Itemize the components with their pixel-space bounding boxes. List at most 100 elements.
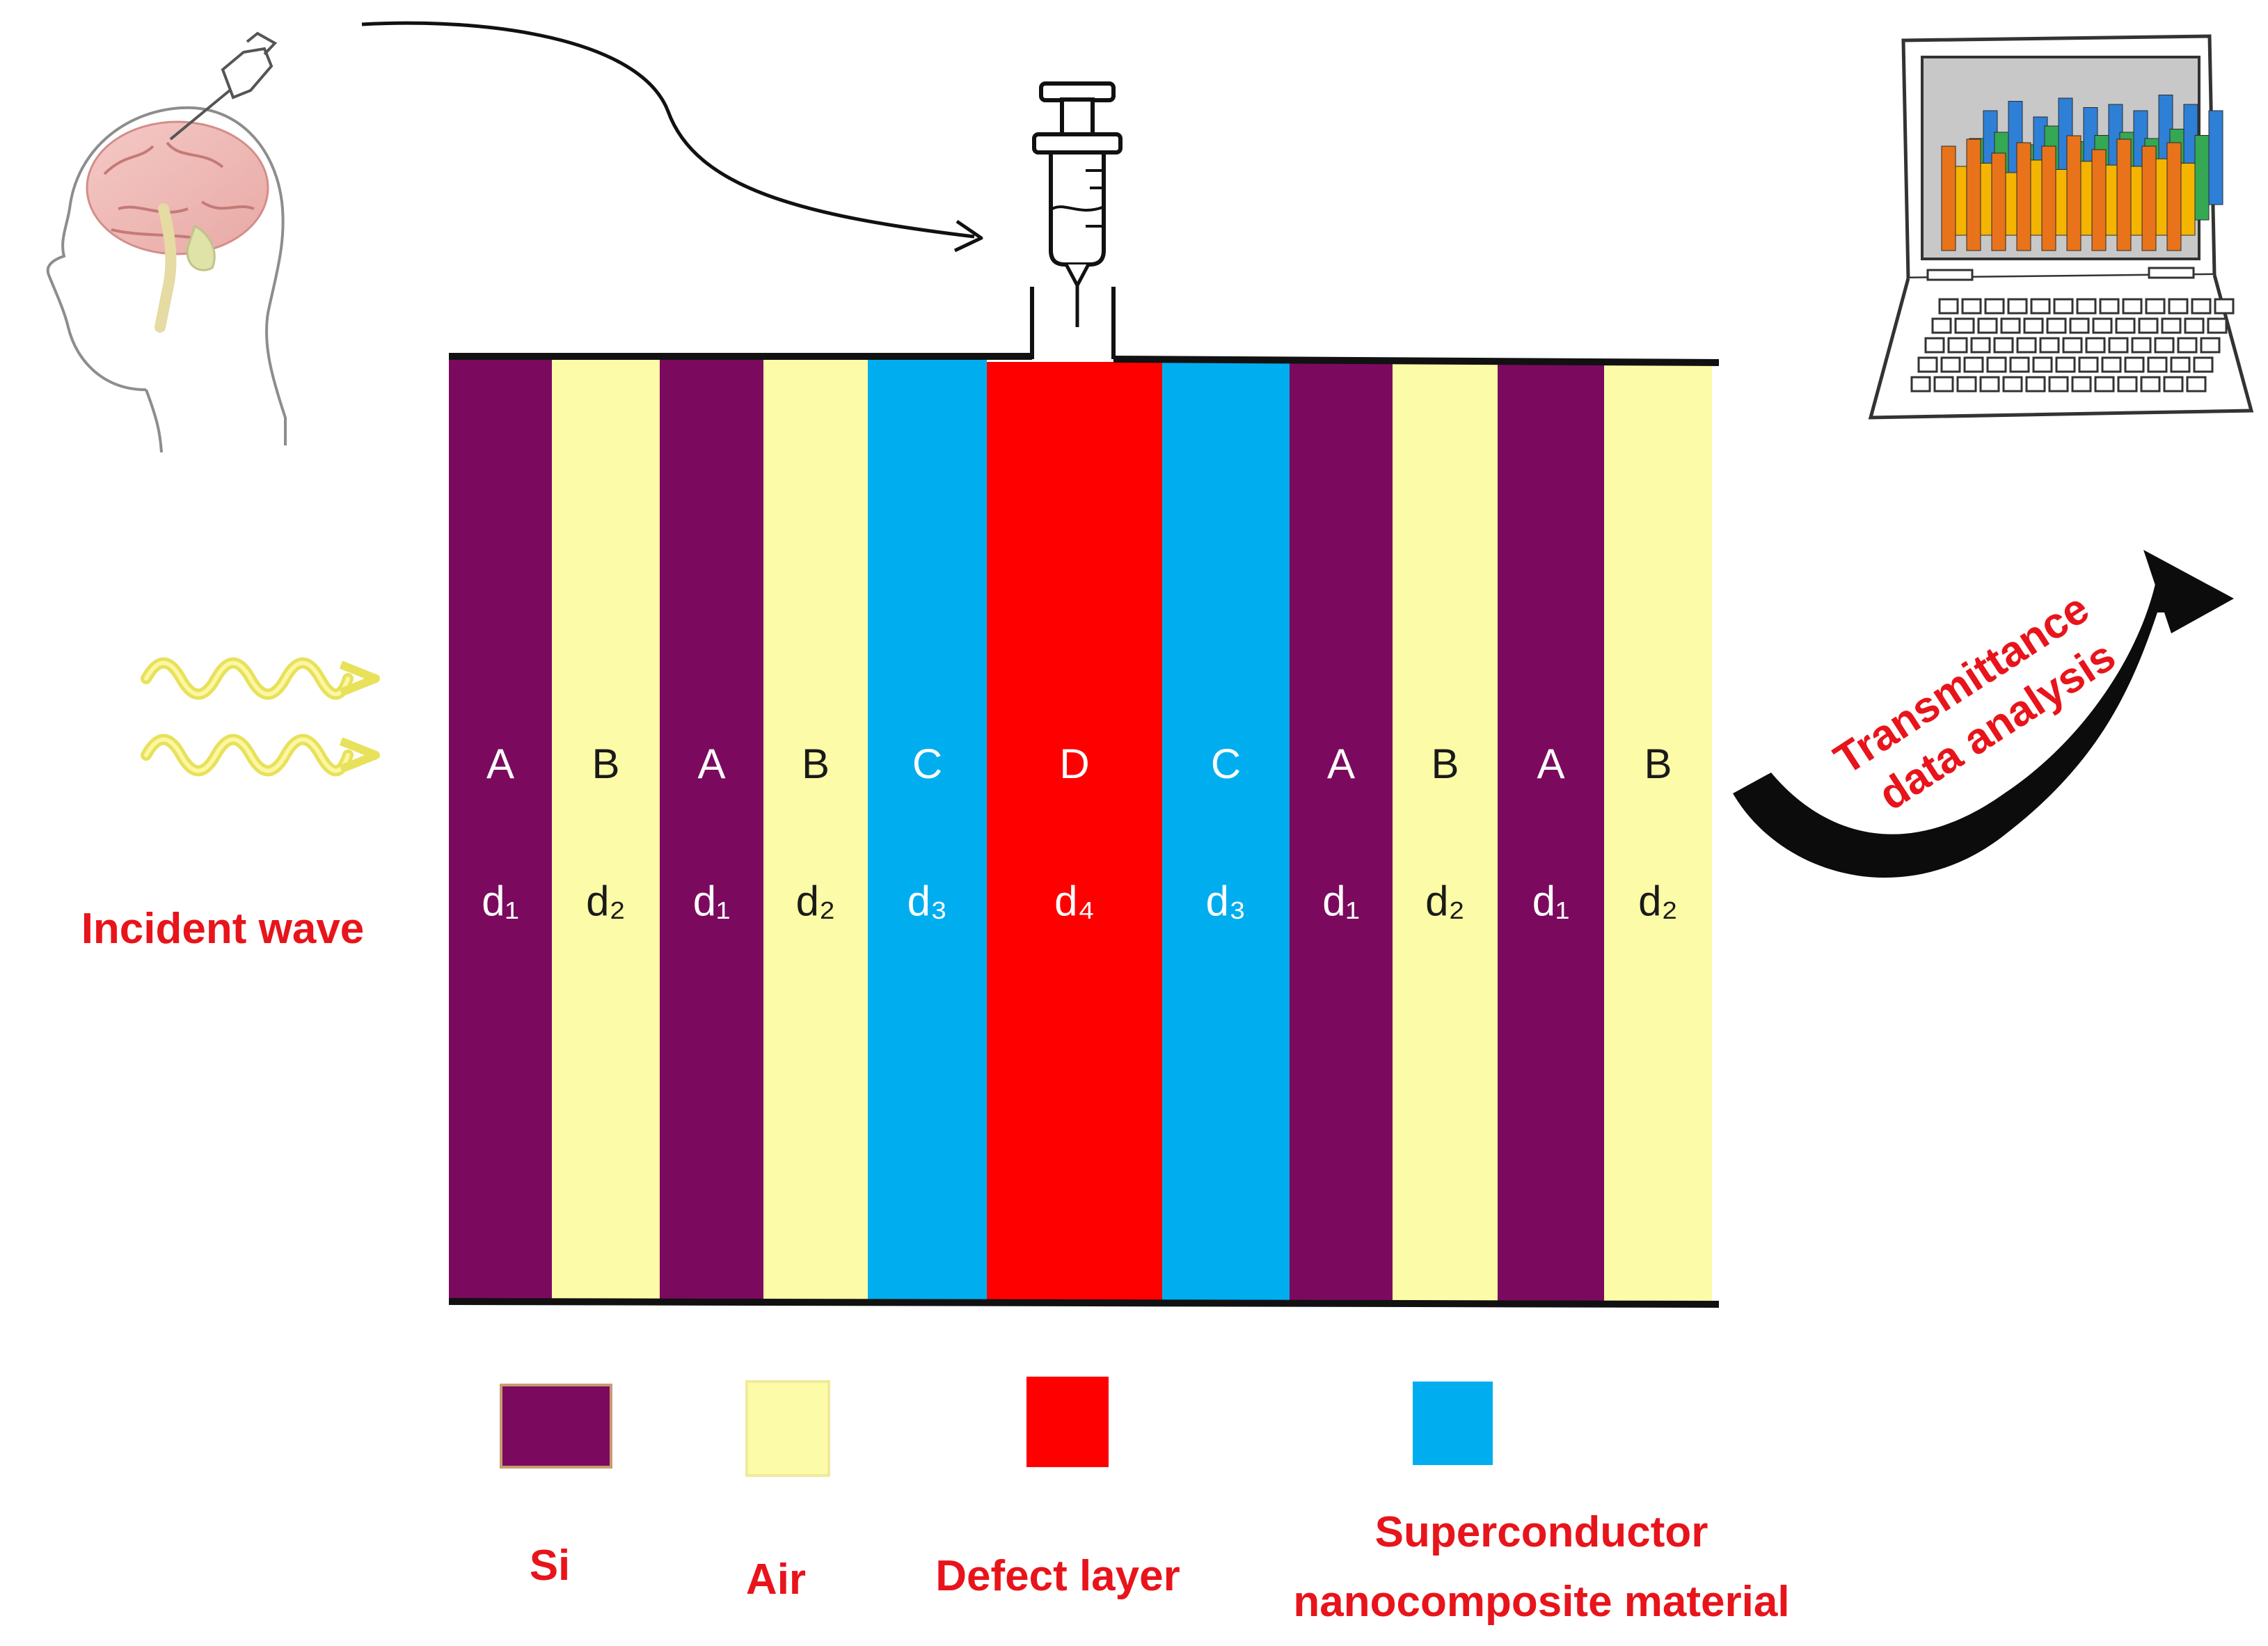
legend-item-superconductor: Superconductor nanocomposite material (1293, 1382, 1790, 1626)
layer-fill (449, 358, 552, 1301)
key (1956, 376, 1977, 393)
key (2161, 317, 2182, 334)
key (2039, 337, 2060, 354)
layer-letter: B (802, 741, 830, 787)
key (2207, 317, 2228, 334)
layer-thickness: d₂ (586, 878, 626, 924)
layer-fill (1162, 362, 1290, 1301)
key (2000, 317, 2021, 334)
laptop-bar (2141, 145, 2157, 251)
layer-thickness: d₄ (1054, 878, 1095, 924)
layer-fill (1393, 362, 1498, 1301)
layer-letter: A (697, 741, 725, 787)
key (2191, 298, 2212, 315)
key (2099, 298, 2120, 315)
laptop-bar (2166, 142, 2182, 251)
laptop-bar (1991, 152, 2006, 251)
key (2163, 376, 2184, 393)
layer-thickness: d₃ (1206, 878, 1246, 924)
layer-c-4: Cd₃ (868, 358, 987, 1301)
key (2007, 298, 2028, 315)
layer-thickness: d₂ (1425, 878, 1465, 924)
layer-fill (1604, 362, 1712, 1301)
layer-b-1: Bd₂ (552, 358, 660, 1301)
laptop-bar (2194, 135, 2210, 221)
incident-wave-label: Incident wave (81, 905, 365, 953)
key (2138, 317, 2159, 334)
layer-thickness: d₁ (1322, 878, 1360, 924)
key (2186, 376, 2207, 393)
injection-port (1030, 287, 1116, 359)
layer-letter: A (1537, 741, 1564, 787)
layer-b-10: Bd₂ (1604, 362, 1712, 1301)
key (1993, 337, 2014, 354)
legend-label-line2: nanocomposite material (1293, 1578, 1789, 1626)
key (2154, 337, 2175, 354)
key (2071, 376, 2092, 393)
layer-thickness: d₃ (907, 878, 948, 924)
key (2046, 317, 2067, 334)
key (2053, 298, 2074, 315)
laptop-bar (1966, 139, 1981, 251)
laptop-bar (1941, 145, 1956, 251)
key (1954, 317, 1975, 334)
key (2145, 298, 2166, 315)
key (2147, 356, 2168, 373)
layer-fill (1498, 362, 1604, 1301)
key (2168, 298, 2189, 315)
layer-fill (987, 362, 1162, 1301)
layer-c-6: Cd₃ (1162, 362, 1290, 1301)
layer-a-0: Ad₁ (449, 358, 552, 1301)
key (2131, 337, 2152, 354)
layer-a-7: Ad₁ (1290, 362, 1393, 1301)
laptop-bar (2091, 149, 2107, 251)
layer-letter: C (1211, 741, 1241, 787)
layer-letter: A (486, 741, 514, 787)
key (2025, 376, 2046, 393)
legend-swatch (1413, 1382, 1493, 1465)
laptop-bar (2016, 142, 2031, 251)
key (1917, 356, 1938, 373)
layer-thickness: d₁ (1532, 878, 1570, 924)
legend-item-defect: Defect layer (935, 1377, 1180, 1600)
layer-fill (660, 358, 763, 1301)
key (2085, 337, 2106, 354)
key (2115, 317, 2136, 334)
layer-letter: D (1059, 741, 1089, 787)
key (2062, 337, 2083, 354)
legend-label: Si (530, 1542, 571, 1590)
laptop-bar (2041, 145, 2056, 251)
layer-thickness: d₂ (796, 878, 836, 924)
key (2032, 356, 2053, 373)
legend-label: Superconductor (1375, 1508, 1708, 1556)
key (1947, 337, 1968, 354)
key (1933, 376, 1954, 393)
key (1963, 356, 1984, 373)
keyboard-icon (1910, 298, 2235, 393)
key (1910, 376, 1931, 393)
key (2170, 356, 2191, 373)
key (2177, 337, 2198, 354)
key (1924, 337, 1945, 354)
layer-thickness: d₂ (1638, 878, 1678, 924)
key (2193, 356, 2214, 373)
key (1979, 376, 2000, 393)
layer-letter: C (912, 741, 942, 787)
layer-fill (868, 358, 987, 1301)
key (1931, 317, 1952, 334)
key (2184, 317, 2205, 334)
key (1940, 356, 1961, 373)
curved-arrow-icon (1733, 550, 2234, 878)
transmittance-label: Transmittance data analysis (1826, 584, 2124, 819)
legend-swatch (1026, 1377, 1109, 1467)
layer-fill (763, 358, 868, 1301)
legend-label: Defect layer (935, 1552, 1180, 1600)
layer-a-9: Ad₁ (1498, 362, 1604, 1301)
key (1977, 317, 1998, 334)
legend-swatch (500, 1384, 612, 1469)
layer-letter: A (1327, 741, 1355, 787)
key (2048, 376, 2069, 393)
